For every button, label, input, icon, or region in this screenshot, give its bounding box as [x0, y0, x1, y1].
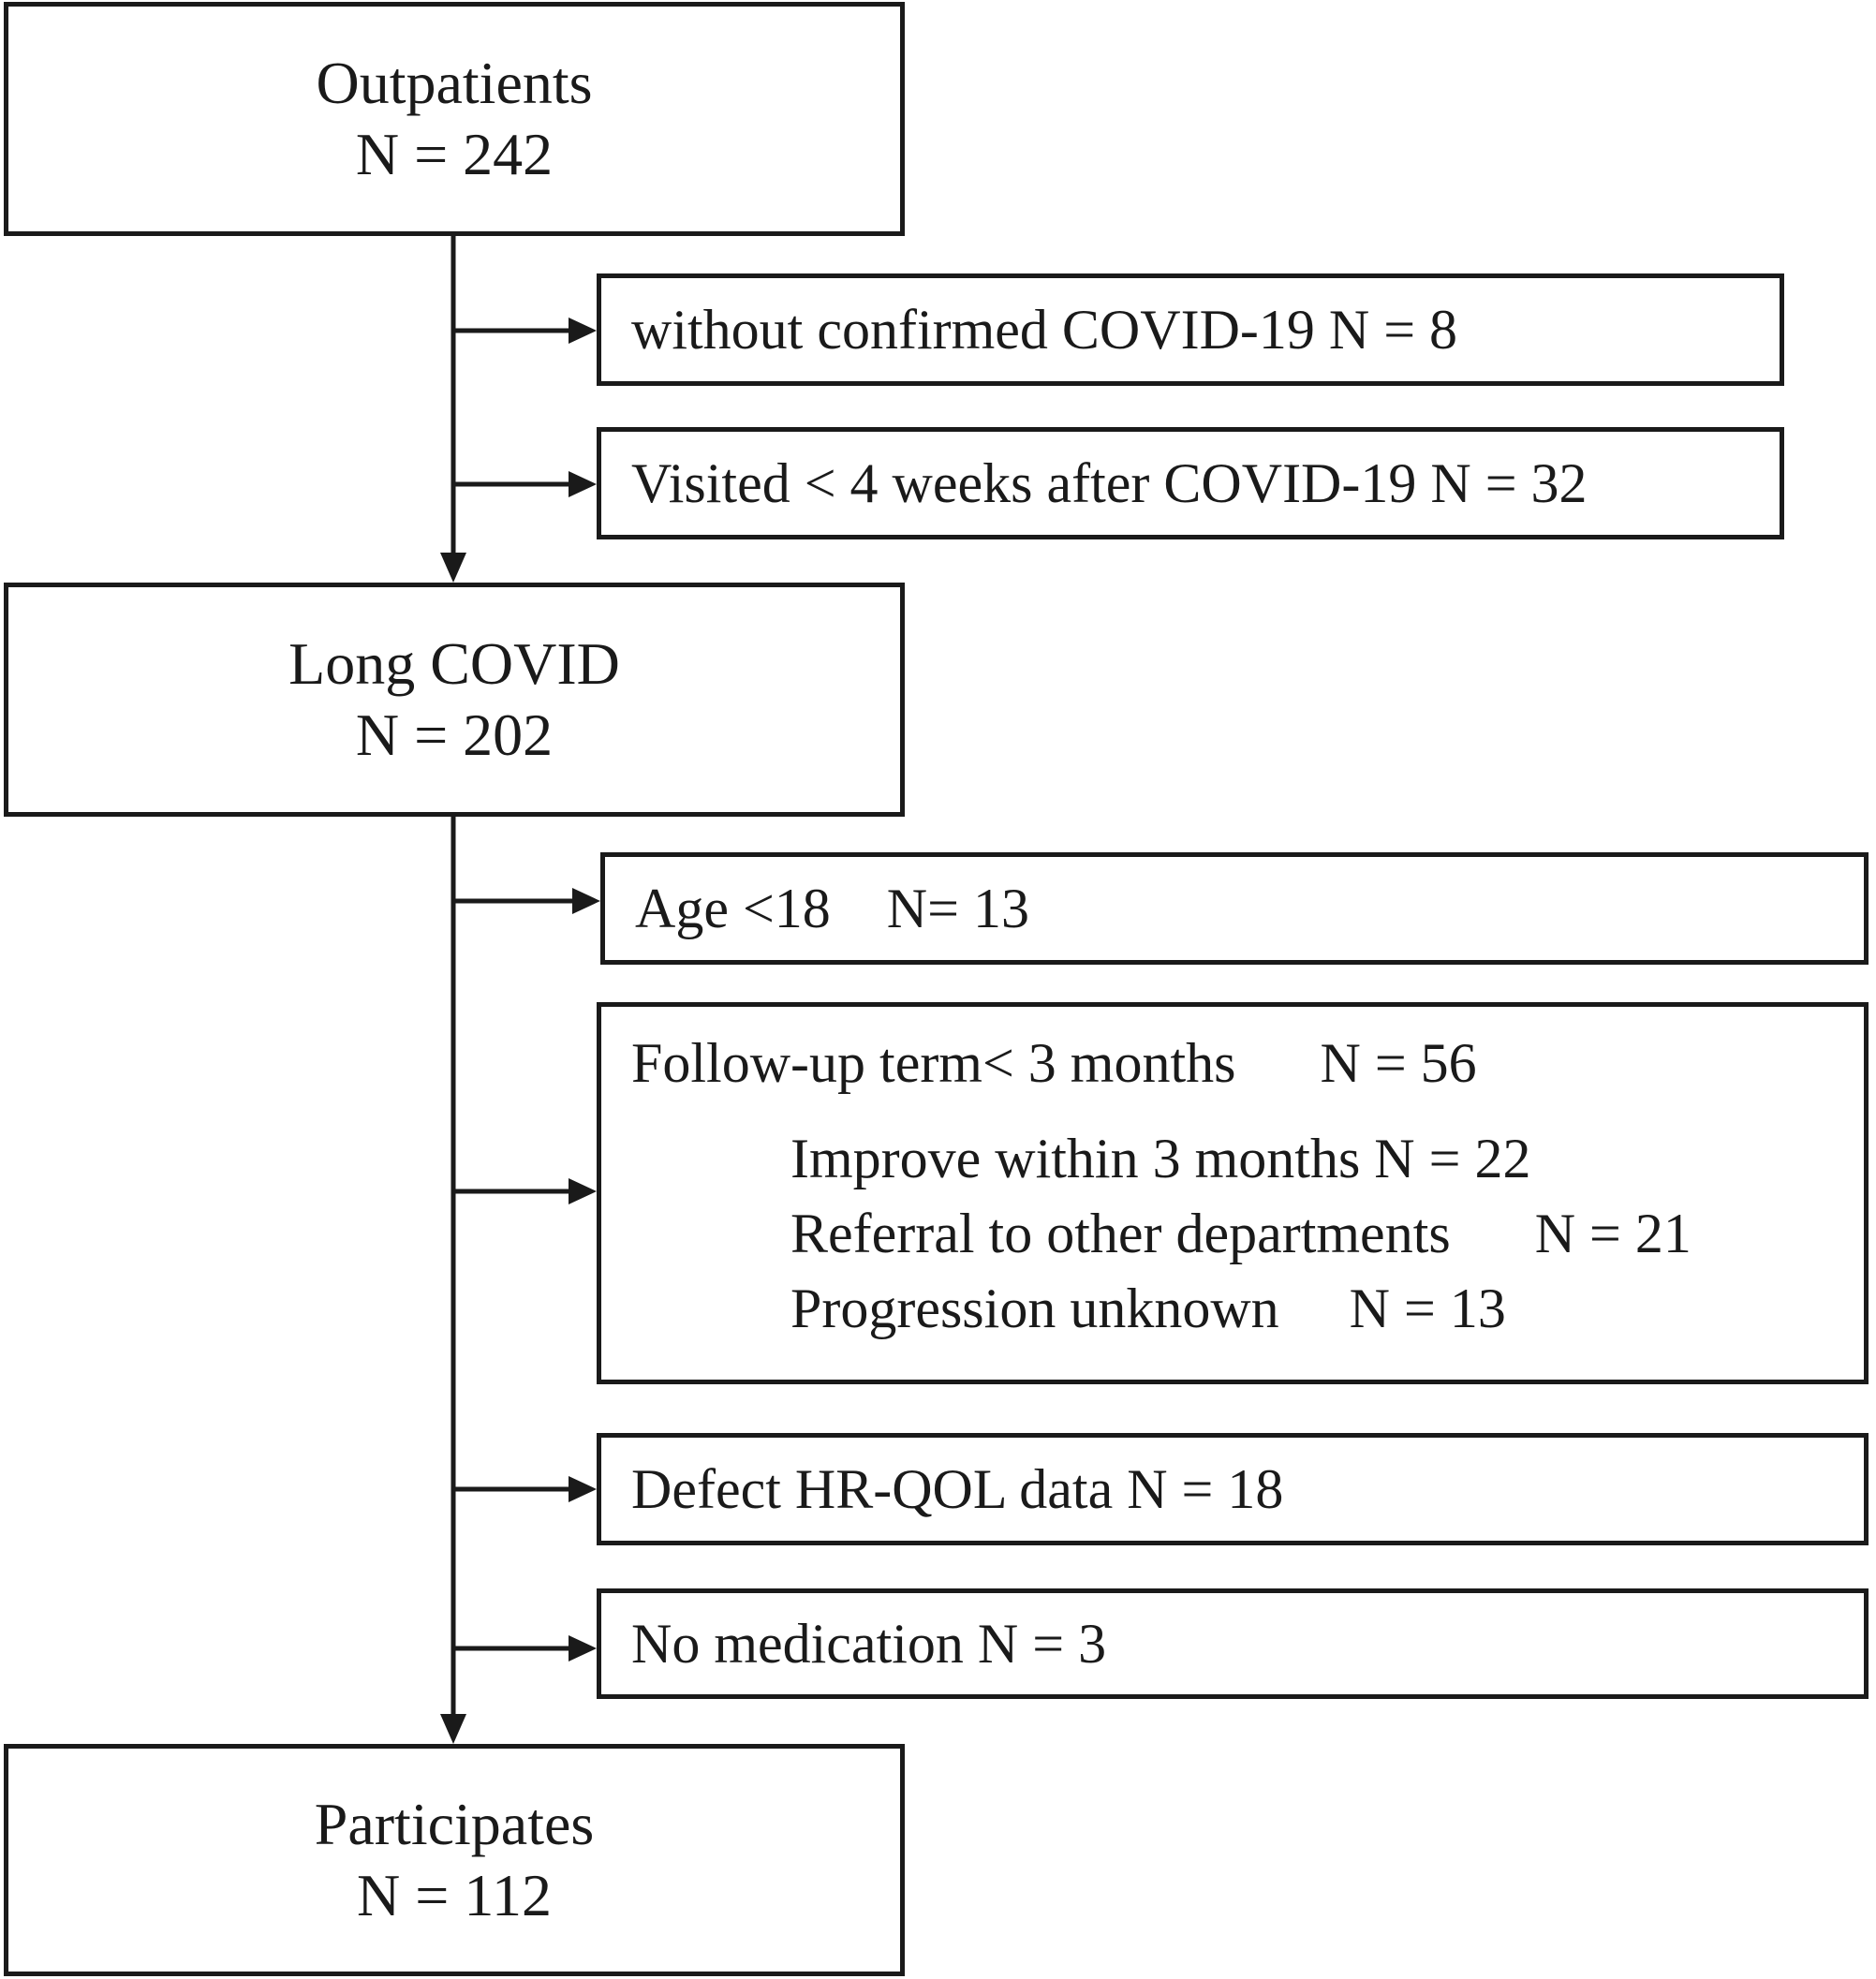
exclusion-text: No medication N = 3: [631, 1612, 1107, 1675]
side-arrowhead-3: [572, 888, 600, 914]
exclusion-box-no-medication: No medication N = 3: [597, 1588, 1869, 1699]
long-covid-box: Long COVID N = 202: [4, 583, 905, 817]
outpatients-count: N = 242: [355, 121, 554, 187]
exclusion-box-no-confirmed-covid: without confirmed COVID-19 N = 8: [597, 273, 1784, 386]
long-covid-count: N = 202: [355, 702, 554, 768]
participants-box: Participates N = 112: [4, 1744, 905, 1976]
outpatients-box: Outpatients N = 242: [4, 2, 905, 236]
side-arrowhead-1: [569, 318, 597, 344]
down-arrowhead-1: [440, 553, 466, 583]
long-covid-label: Long COVID: [288, 630, 620, 697]
exclusion-text: without confirmed COVID-19 N = 8: [631, 298, 1458, 361]
list-item: Referral to other departments N = 21: [790, 1203, 1691, 1264]
exclusion-text: Age <18 N= 13: [635, 877, 1029, 939]
side-arrowhead-6: [569, 1635, 597, 1661]
participants-count: N = 112: [357, 1862, 552, 1928]
participants-label: Participates: [314, 1791, 595, 1857]
list-item: Improve within 3 months N = 22: [790, 1128, 1531, 1189]
followup-heading: Follow-up term< 3 months N = 56: [631, 1032, 1477, 1094]
side-arrowhead-4: [569, 1178, 597, 1204]
exclusion-text: Defect HR-QOL data N = 18: [631, 1457, 1284, 1520]
list-item: Progression unknown N = 13: [790, 1277, 1506, 1339]
outpatients-label: Outpatients: [316, 50, 593, 116]
exclusion-box-visited-early: Visited < 4 weeks after COVID-19 N = 32: [597, 427, 1784, 539]
exclusion-box-followup: Follow-up term< 3 months N = 56 Improve …: [597, 1002, 1869, 1384]
followup-breakdown-list: Improve within 3 months N = 22 Referral …: [790, 1121, 1864, 1346]
exclusion-box-hrqol: Defect HR-QOL data N = 18: [597, 1433, 1869, 1545]
exclusion-text: Visited < 4 weeks after COVID-19 N = 32: [631, 451, 1588, 514]
side-arrowhead-2: [569, 471, 597, 497]
exclusion-box-age: Age <18 N= 13: [600, 852, 1869, 965]
side-arrowhead-5: [569, 1476, 597, 1502]
down-arrowhead-2: [440, 1714, 466, 1744]
